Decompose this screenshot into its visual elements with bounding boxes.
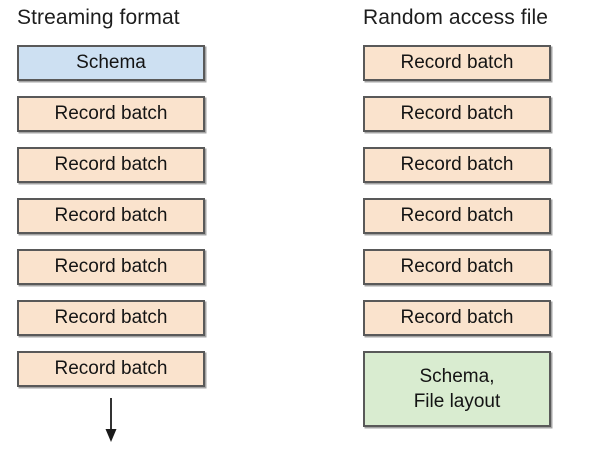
block-record-batch: Record batch xyxy=(363,147,551,183)
block-label-line-2: File layout xyxy=(413,391,501,412)
block-schema-file-layout: Schema, File layout xyxy=(363,351,551,427)
block-label: Record batch xyxy=(54,358,168,379)
block-record-batch: Record batch xyxy=(17,96,205,132)
block-record-batch: Record batch xyxy=(17,249,205,285)
block-record-batch: Record batch xyxy=(17,147,205,183)
block-label: Record batch xyxy=(54,103,168,124)
block-label: Record batch xyxy=(400,154,514,175)
block-label: Record batch xyxy=(54,205,168,226)
block-record-batch: Record batch xyxy=(363,249,551,285)
block-schema: Schema xyxy=(17,45,205,81)
block-record-batch: Record batch xyxy=(363,96,551,132)
block-label: Record batch xyxy=(54,154,168,175)
block-label: Record batch xyxy=(54,256,168,277)
block-label: Record batch xyxy=(400,307,514,328)
block-label: Record batch xyxy=(54,307,168,328)
block-stack-random-access-file: Record batch Record batch Record batch R… xyxy=(363,45,551,442)
block-record-batch: Record batch xyxy=(17,351,205,387)
block-record-batch: Record batch xyxy=(363,198,551,234)
block-label: Record batch xyxy=(400,256,514,277)
block-label: Record batch xyxy=(400,205,514,226)
stream-direction-arrow-area xyxy=(17,396,205,446)
block-stack-streaming-format: Schema Record batch Record batch Record … xyxy=(17,45,205,402)
block-label-line-1: Schema, xyxy=(419,366,495,387)
column-random-access-file: Random access file Record batch Record b… xyxy=(346,0,586,468)
block-record-batch: Record batch xyxy=(363,45,551,81)
arrow-down-icon xyxy=(105,398,117,442)
block-label: Record batch xyxy=(400,52,514,73)
block-label: Schema xyxy=(76,52,146,73)
column-streaming-format: Streaming format Schema Record batch Rec… xyxy=(0,0,240,468)
block-label: Record batch xyxy=(400,103,514,124)
block-record-batch: Record batch xyxy=(363,300,551,336)
block-record-batch: Record batch xyxy=(17,300,205,336)
column-title-random-access-file: Random access file xyxy=(363,6,549,29)
block-record-batch: Record batch xyxy=(17,198,205,234)
column-title-streaming-format: Streaming format xyxy=(17,6,180,29)
